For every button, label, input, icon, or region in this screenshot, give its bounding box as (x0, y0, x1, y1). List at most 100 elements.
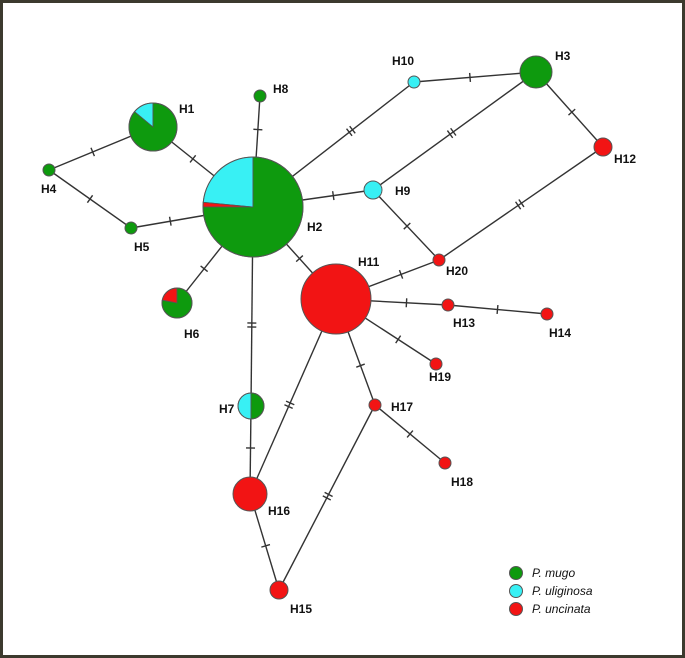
mutation-tick (295, 255, 304, 263)
haplotype-node-h15 (269, 580, 289, 600)
node-outline (128, 102, 178, 152)
edge-h3-h12 (535, 71, 604, 148)
haplotype-node-h8 (253, 89, 267, 103)
node-label-h7: H7 (219, 402, 235, 416)
node-label-h17: H17 (391, 400, 413, 414)
mutation-tick (518, 199, 525, 208)
node-label-h13: H13 (453, 316, 475, 330)
node-label-h19: H19 (429, 370, 451, 384)
node-label-h6: H6 (184, 327, 200, 341)
haplotype-node-h17 (368, 398, 382, 412)
haplotype-node-h2 (202, 156, 304, 258)
nodes-layer (42, 55, 613, 600)
legend: P. mugo P. uliginosa P. uncinata (509, 566, 593, 616)
edge-h13-h14 (447, 304, 548, 315)
haplotype-node-h10 (407, 75, 421, 89)
node-fill (519, 55, 553, 89)
mutation-tick (403, 222, 411, 230)
haplotype-node-h19 (429, 357, 443, 371)
pie-slice (250, 392, 265, 420)
edge-h11-h16 (249, 298, 337, 495)
mutation-tick (189, 154, 197, 163)
haplotype-node-h3 (519, 55, 553, 89)
node-label-h5: H5 (134, 240, 150, 254)
node-fill (300, 263, 372, 335)
mutation-tick (284, 404, 293, 410)
haplotype-node-h9 (363, 180, 383, 200)
node-fill (363, 180, 383, 200)
legend-swatch (509, 602, 523, 616)
node-outline (202, 156, 304, 258)
node-label-h15: H15 (290, 602, 312, 616)
node-fill (441, 298, 455, 312)
node-label-h18: H18 (451, 475, 473, 489)
node-fill (232, 476, 268, 512)
mutation-tick (200, 265, 209, 273)
haplotype-node-h7 (237, 392, 265, 420)
edge-h12-h20 (438, 146, 604, 261)
haplotype-node-h18 (438, 456, 452, 470)
node-outline (161, 287, 193, 319)
mutation-tick (322, 495, 332, 501)
edge-h3-h9 (372, 71, 537, 191)
legend-label: P. mugo (532, 566, 575, 580)
edge-h17-h18 (374, 404, 446, 464)
mutation-tick (446, 130, 454, 139)
mutation-tick (349, 125, 356, 134)
node-fill (429, 357, 443, 371)
node-label-h3: H3 (555, 49, 571, 63)
node-fill (593, 137, 613, 157)
node-label-h20: H20 (446, 264, 468, 278)
node-label-h14: H14 (549, 326, 571, 340)
mutation-tick (345, 128, 353, 137)
mutation-tick (285, 400, 295, 406)
node-fill (124, 221, 138, 235)
mutation-tick (90, 147, 96, 157)
edge-h4-h5 (48, 169, 132, 229)
node-label-h11: H11 (358, 255, 380, 269)
mutation-tick (86, 194, 94, 204)
legend-label: P. uliginosa (532, 584, 593, 598)
haplotype-node-h6 (161, 287, 193, 319)
legend-item: P. uncinata (509, 602, 591, 616)
node-fill (438, 456, 452, 470)
node-fill (269, 580, 289, 600)
haplotype-node-h13 (441, 298, 455, 312)
pie-slice (202, 156, 254, 208)
node-fill (368, 398, 382, 412)
legend-swatch (509, 584, 523, 598)
node-label-h10: H10 (392, 54, 414, 68)
node-label-h9: H9 (395, 184, 411, 198)
mutation-tick (331, 191, 335, 201)
haplotype-node-h4 (42, 163, 56, 177)
haplotype-node-h14 (540, 307, 554, 321)
haplotype-node-h20 (432, 253, 446, 267)
haplotype-network: H1H2H3H4H5H6H7H8H9H10H11H12H13H14H15H16H… (41, 49, 636, 616)
node-label-h16: H16 (268, 504, 290, 518)
node-outline (237, 392, 265, 420)
legend-swatch (509, 566, 523, 580)
legend-label: P. uncinata (532, 602, 591, 616)
haplotype-node-h12 (593, 137, 613, 157)
mutation-tick (324, 491, 333, 498)
node-fill (42, 163, 56, 177)
mutation-tick (450, 127, 457, 136)
mutation-tick (514, 201, 522, 210)
mutation-tick (568, 108, 576, 116)
mutation-tick (398, 269, 404, 279)
haplotype-node-h1 (128, 102, 178, 152)
mutation-tick (356, 363, 365, 368)
mutation-tick (395, 335, 402, 344)
edge-h17-h15 (278, 404, 376, 591)
node-fill (253, 89, 267, 103)
mutation-tick (253, 128, 263, 131)
mutation-tick (261, 543, 271, 548)
legend-item: P. uliginosa (509, 584, 593, 598)
haplotype-node-h5 (124, 221, 138, 235)
haplotype-node-h11 (300, 263, 372, 335)
node-label-h1: H1 (179, 102, 195, 116)
labels-layer: H1H2H3H4H5H6H7H8H9H10H11H12H13H14H15H16H… (41, 49, 636, 616)
node-label-h2: H2 (307, 220, 323, 234)
legend-item: P. mugo (509, 566, 575, 580)
